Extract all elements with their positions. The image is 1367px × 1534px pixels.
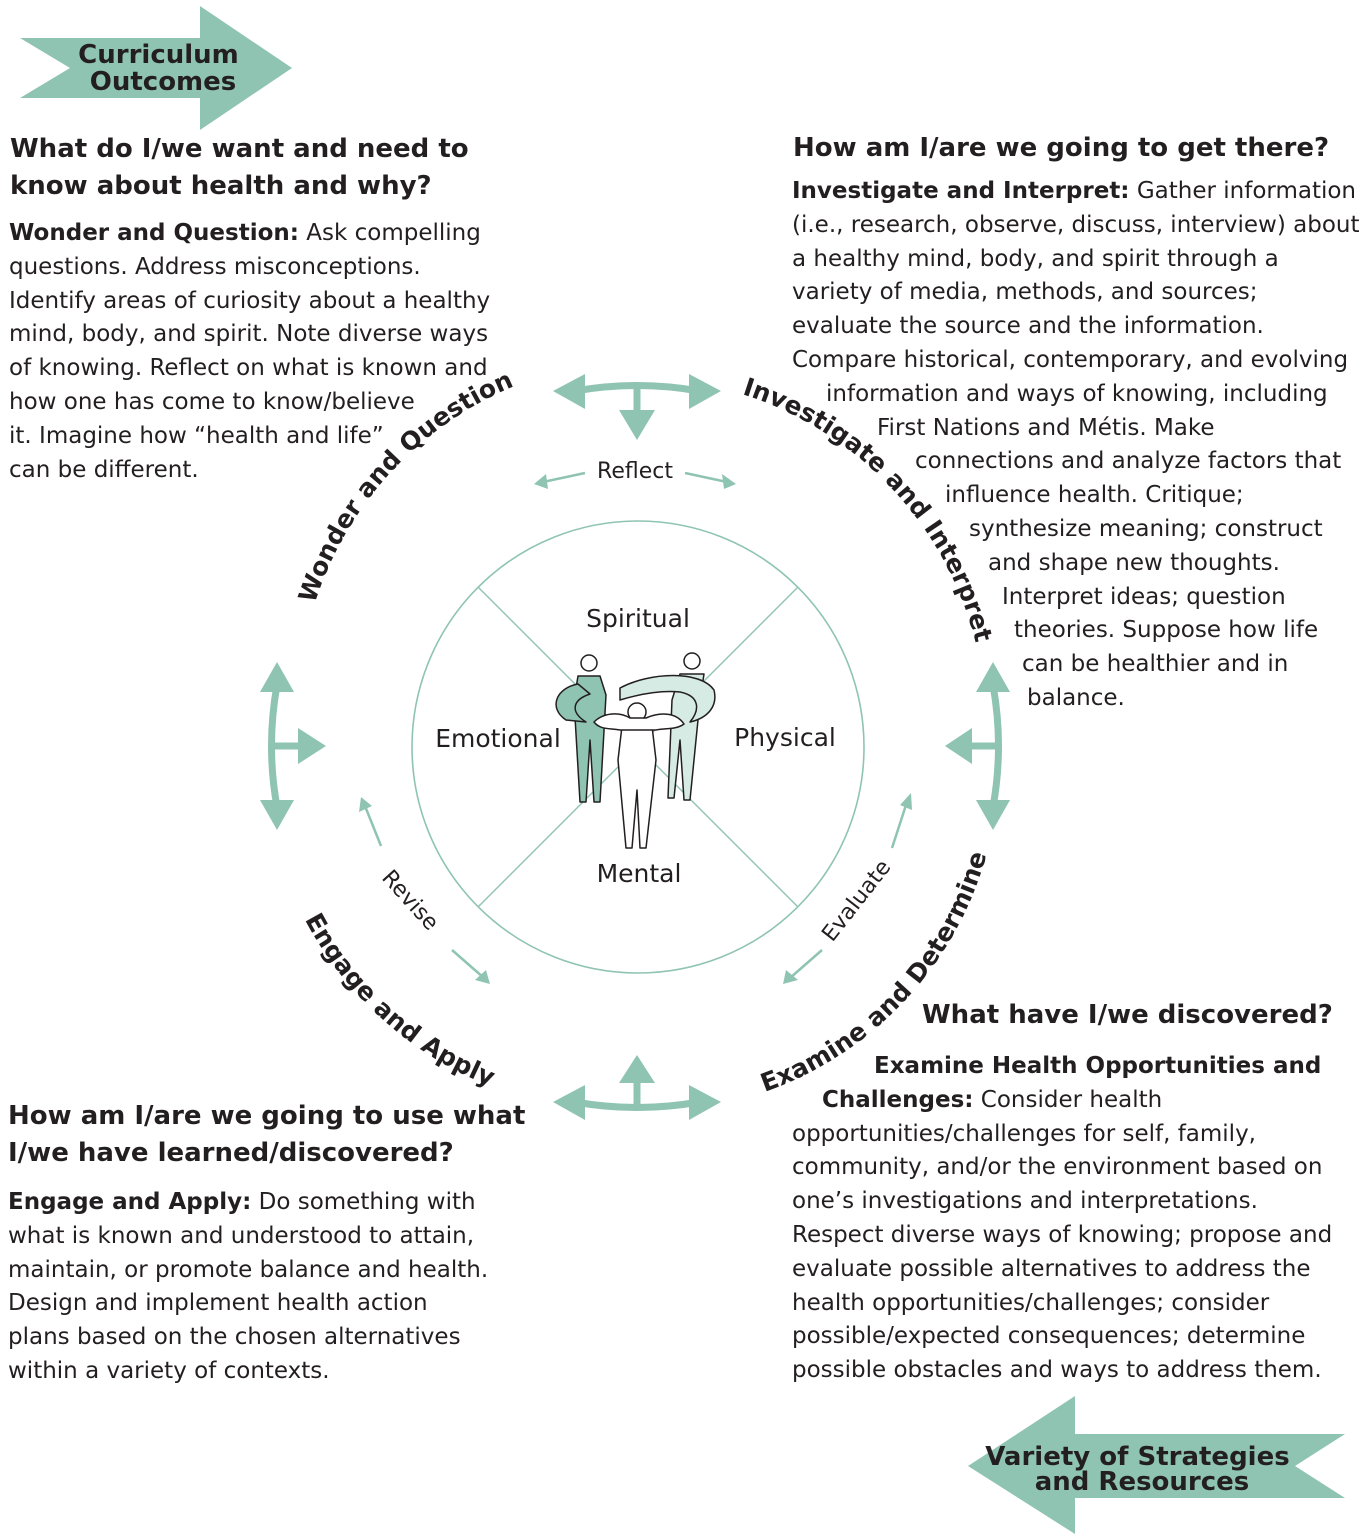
- paragraph-line: plans based on the chosen alternatives: [8, 1324, 461, 1351]
- paragraph-line: can be healthier and in: [1022, 651, 1289, 678]
- paragraph-line: what is known and understood to attain,: [8, 1222, 475, 1249]
- paragraph-line: one’s investigations and interpretations…: [792, 1188, 1258, 1215]
- paragraph-line: Engage and Apply: Do something with: [8, 1189, 476, 1215]
- paragraph-line: Compare historical, contemporary, and ev…: [792, 346, 1349, 373]
- bottom-right-heading: What have I/we discovered?: [922, 1000, 1333, 1030]
- bottom-left-heading: How am I/are we going to use what I/we h…: [8, 1098, 525, 1172]
- paragraph-line: evaluate the source and the information.: [792, 313, 1264, 340]
- svg-text:Curriculum Outcomes: Curriculum Outcomes: [78, 40, 248, 97]
- paragraph-line: community, and/or the environment based …: [792, 1154, 1323, 1181]
- banner-line-1: Variety of Strategies: [985, 1442, 1289, 1472]
- connector-arrow-left: [260, 662, 326, 830]
- paragraph-line: a healthy mind, body, and spirit through…: [792, 245, 1279, 272]
- paragraph-line: (i.e., research, observe, discuss, inter…: [792, 211, 1360, 238]
- top-left-heading: What do I/we want and need to know about…: [10, 131, 469, 205]
- paragraph-line: possible/expected consequences; determin…: [792, 1323, 1306, 1350]
- stage-engage-and-apply: Engage and Apply: [299, 908, 499, 1092]
- strategies-resources-banner: Variety of Strategies and Resources: [968, 1396, 1345, 1534]
- paragraph-line: within a variety of contexts.: [8, 1357, 330, 1384]
- banner-arrow-right-shape: [20, 6, 292, 130]
- process-reflect: Reflect: [597, 459, 673, 484]
- lead-term: Challenges:: [822, 1086, 974, 1113]
- three-people-embracing-icon: [555, 652, 716, 849]
- paragraph-line: health opportunities/challenges; conside…: [792, 1289, 1270, 1316]
- evaluate-arrow-up: [890, 801, 909, 849]
- connector-arrow-top: [553, 374, 721, 440]
- paragraph-line: maintain, or promote balance and health.: [8, 1256, 489, 1283]
- paragraph-line: opportunities/challenges for self, famil…: [792, 1120, 1256, 1147]
- heading-line: What do I/we want and need to: [10, 134, 469, 164]
- paragraph-line: Identify areas of curiosity about a heal…: [9, 287, 491, 314]
- banner-line-2: and Resources: [1035, 1467, 1250, 1497]
- lead-term: Examine Health Opportunities and: [874, 1053, 1322, 1079]
- paragraph-line: Examine Health Opportunities and: [874, 1050, 1332, 1084]
- examine-determine-description: Examine Health Opportunities and Challen…: [792, 1050, 1332, 1388]
- paragraph-line: variety of media, methods, and sources;: [792, 279, 1258, 306]
- dimension-spiritual: Spiritual: [586, 604, 690, 633]
- paragraph-line: Investigate and Interpret: Gather inform…: [792, 178, 1357, 204]
- top-right-heading: How am I/are we going to get there?: [793, 133, 1330, 163]
- dimension-physical: Physical: [734, 723, 836, 752]
- paragraph-line: influence health. Critique;: [945, 482, 1244, 509]
- paragraph-line: possible obstacles and ways to address t…: [792, 1357, 1322, 1384]
- paragraph-line: it. Imagine how “health and life”: [9, 422, 384, 449]
- paragraph-line: information and ways of knowing, includi…: [826, 380, 1328, 407]
- heading-line: How am I/are we going to use what: [8, 1101, 526, 1131]
- paragraph-line: theories. Suppose how life: [1014, 617, 1319, 644]
- revise-arrow-down: [451, 949, 485, 979]
- lead-term: Investigate and Interpret:: [792, 178, 1130, 204]
- process-evaluate: Evaluate: [817, 855, 896, 946]
- paragraph-line: questions. Address misconceptions.: [9, 253, 421, 280]
- connector-arrow-bottom: [553, 1055, 721, 1120]
- paragraph-line: and shape new thoughts.: [988, 549, 1280, 576]
- dimension-emotional: Emotional: [435, 724, 561, 753]
- stage-engage-label: Engage and Apply: [299, 908, 499, 1092]
- paragraph-line: mind, body, and spirit. Note diverse way…: [9, 321, 489, 348]
- paragraph-line: how one has come to know/believe: [9, 388, 415, 415]
- evaluate-arrow-down: [789, 949, 823, 979]
- paragraph-line: of knowing. Reflect on what is known and: [9, 355, 488, 382]
- paragraph-line: Respect diverse ways of knowing; propose…: [792, 1221, 1333, 1248]
- revise-arrow-up: [363, 805, 383, 847]
- heading-line: I/we have learned/discovered?: [8, 1138, 454, 1168]
- paragraph-line: Challenges: Consider health: [822, 1086, 1163, 1113]
- wonder-question-description: Wonder and Question: Ask compelling ques…: [9, 217, 490, 487]
- paragraph-line: evaluate possible alternatives to addres…: [792, 1255, 1311, 1282]
- investigate-interpret-description: Investigate and Interpret: Gather inform…: [792, 175, 1360, 716]
- paragraph-line: connections and analyze factors that: [915, 448, 1342, 475]
- lead-term: Engage and Apply:: [8, 1189, 252, 1215]
- paragraph-line: synthesize meaning; construct: [969, 515, 1323, 542]
- paragraph-line: balance.: [1027, 684, 1125, 711]
- banner-line-2: Outcomes: [90, 67, 237, 97]
- engage-apply-description: Engage and Apply: Do something with what…: [8, 1186, 488, 1389]
- reflect-arrow-right: [684, 471, 728, 484]
- lead-term: Wonder and Question:: [9, 220, 299, 246]
- connector-arrow-right: [945, 662, 1010, 830]
- reflect-arrow-left: [542, 471, 586, 484]
- paragraph-line: Interpret ideas; question: [1002, 583, 1286, 610]
- paragraph-line: First Nations and Métis. Make: [877, 414, 1215, 441]
- paragraph-line: Wonder and Question: Ask compelling: [9, 220, 481, 246]
- paragraph-line: can be different.: [9, 456, 199, 483]
- svg-text:Variety of Strategies an: Variety of Strategies and Resources: [985, 1442, 1299, 1497]
- banner-arrow-left-shape: [968, 1396, 1345, 1534]
- heading-line: know about health and why?: [10, 171, 432, 201]
- process-revise: Revise: [376, 866, 443, 936]
- paragraph-line: Design and implement health action: [8, 1290, 428, 1317]
- banner-line-1: Curriculum: [78, 40, 239, 70]
- curriculum-outcomes-banner: Curriculum Outcomes: [20, 6, 292, 130]
- dimension-mental: Mental: [597, 859, 682, 888]
